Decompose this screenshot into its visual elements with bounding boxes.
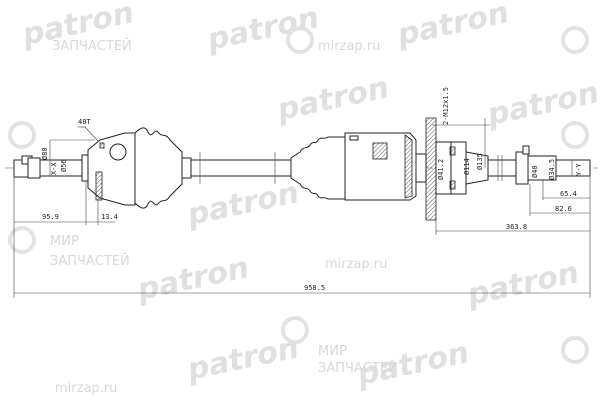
label-d114: Ø114 — [463, 158, 471, 175]
label-d56: Ø56 — [60, 159, 68, 172]
label-958-5: 958.5 — [304, 284, 325, 292]
tripod — [372, 142, 388, 160]
right-spline-stub — [527, 155, 557, 181]
patron-watermark: patron — [133, 250, 252, 308]
label-section-y: Y-Y — [575, 163, 583, 176]
label-d135: Ø135 — [476, 153, 484, 170]
label-bolts: 2-M12x1.5 — [442, 87, 450, 125]
label-d40: Ø40 — [531, 165, 539, 178]
label-d34-5: Ø34.5 — [548, 159, 556, 180]
patron-watermark: patron — [183, 175, 302, 233]
label-65-4: 65.4 — [560, 190, 577, 198]
patron-watermark: patron — [273, 70, 392, 128]
watermark-site: mirzap.ru — [55, 381, 117, 396]
inner-boot — [290, 136, 346, 200]
watermark-site: mirzap.ru — [325, 257, 387, 272]
label-95-9: 95.9 — [42, 213, 59, 221]
label-48t: 48T — [78, 118, 91, 126]
label-13-4: 13.4 — [101, 213, 118, 221]
intermediate-shaft — [190, 159, 292, 177]
patron-watermark: patron — [463, 255, 582, 313]
watermark-site: mirzap.ru — [318, 39, 380, 54]
spindle — [465, 151, 489, 185]
outer-cv-joint — [87, 132, 136, 206]
label-363-8: 363.8 — [506, 223, 527, 231]
watermark-text: МИР — [50, 234, 79, 249]
label-82-6: 82.6 — [555, 205, 572, 213]
outer-boot — [134, 127, 183, 209]
abs-ring — [95, 171, 103, 201]
dimension-lines — [13, 118, 591, 298]
watermark-text: МИР — [318, 344, 347, 359]
shaft-assembly — [13, 117, 591, 221]
watermark-text: ЗАПЧАСТЕЙ — [50, 253, 130, 269]
watermark-text: ЗАПЧАСТЕЙ — [52, 38, 132, 54]
label-section-x: X-X — [50, 162, 58, 175]
watermark-text: ЗАПЧАСТЕЙ — [318, 360, 398, 376]
flange — [425, 117, 437, 221]
label-d80: Ø80 — [41, 147, 49, 160]
inner-tripod-housing — [344, 132, 417, 201]
label-d41-2: Ø41.2 — [437, 159, 445, 180]
patron-watermark: patron — [393, 0, 512, 53]
